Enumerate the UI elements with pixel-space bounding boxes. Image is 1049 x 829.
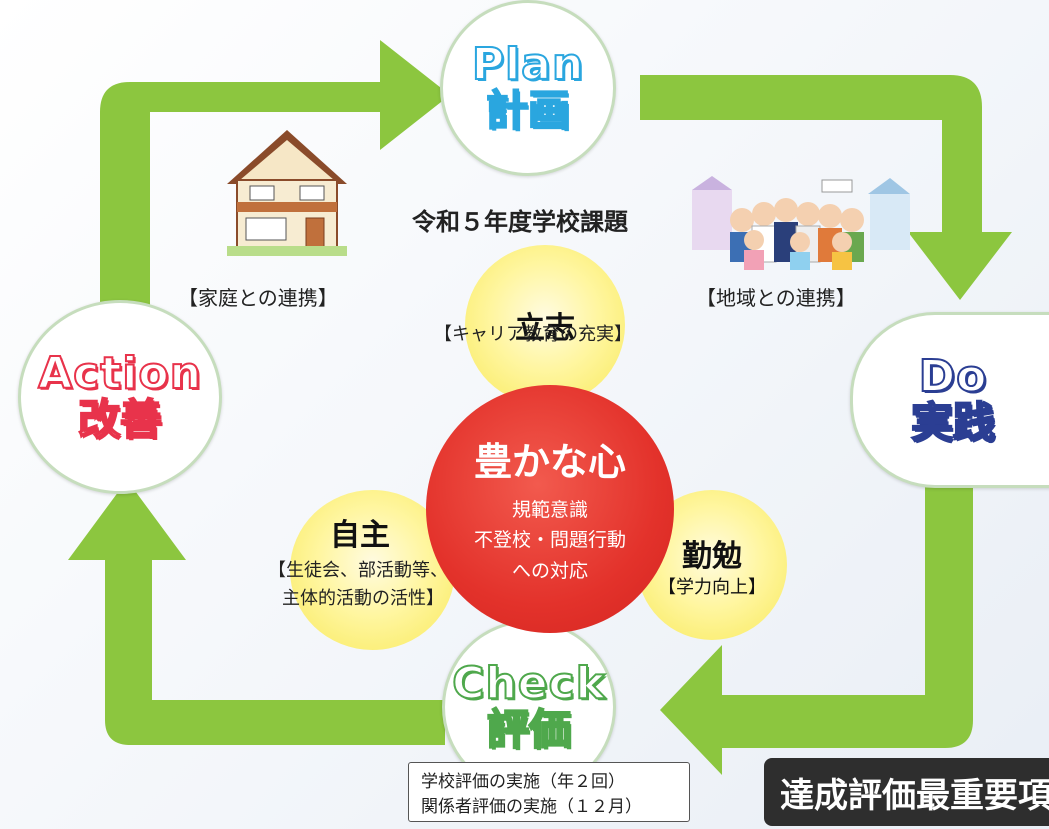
arrow-check-to-action [68, 480, 445, 745]
center-line-3: への対応 [511, 560, 588, 582]
check-title-en: Check [451, 657, 606, 709]
center-title: 豊かな心 [473, 438, 626, 484]
achievement-banner-text: 達成評価最重要項 [780, 776, 1049, 815]
plan-circle: Plan 計画 [440, 0, 616, 176]
pillar-kinben-sub: 【学力向上】 [658, 576, 766, 597]
action-circle: Action 改善 [18, 300, 222, 494]
pillar-jishu-sub-2: 主体的活動の活性】 [282, 588, 444, 608]
pillar-jishu-title: 自主 [330, 518, 390, 553]
community-link-label: 【地域との連携】 [696, 288, 856, 310]
do-circle: Do 実践 [850, 312, 1049, 488]
plan-title-jp: 計画 [485, 86, 571, 135]
arrow-do-to-check [660, 480, 973, 775]
evaluation-line-2: 関係者評価の実施（１２月） [421, 797, 642, 816]
do-title-en: Do [918, 350, 988, 402]
community-people-icon [692, 176, 910, 270]
home-link-label: 【家庭との連携】 [178, 288, 338, 310]
center-line-1: 規範意識 [511, 499, 588, 521]
arrow-plan-to-do [640, 75, 1012, 300]
center-circle: 豊かな心 規範意識 不登校・問題行動 への対応 [426, 385, 674, 633]
pillar-kinben-title: 勤勉 [682, 538, 742, 574]
action-title-en: Action [37, 347, 202, 399]
check-title-jp: 評価 [486, 705, 572, 754]
evaluation-box: 学校評価の実施（年２回） 関係者評価の実施（１２月） [408, 762, 690, 822]
evaluation-line-1: 学校評価の実施（年２回） [421, 772, 625, 791]
arrow-action-to-plan [100, 40, 450, 310]
achievement-banner: 達成評価最重要項 [764, 758, 1049, 826]
action-title-jp: 改善 [77, 395, 163, 444]
plan-title-en: Plan [471, 38, 585, 90]
pillar-jishu-sub-1: 【生徒会、部活動等、 [268, 560, 448, 580]
school-theme-heading: 令和５年度学校課題 [412, 209, 628, 236]
pillar-risshi: 立志 [465, 245, 625, 405]
do-title-jp: 実践 [910, 398, 996, 447]
pillar-risshi-title: 立志 [515, 311, 575, 346]
center-line-2: 不登校・問題行動 [473, 530, 626, 552]
house-icon [227, 130, 347, 256]
pillar-risshi-sub: 【キャリア教育の充実】 [434, 324, 632, 344]
